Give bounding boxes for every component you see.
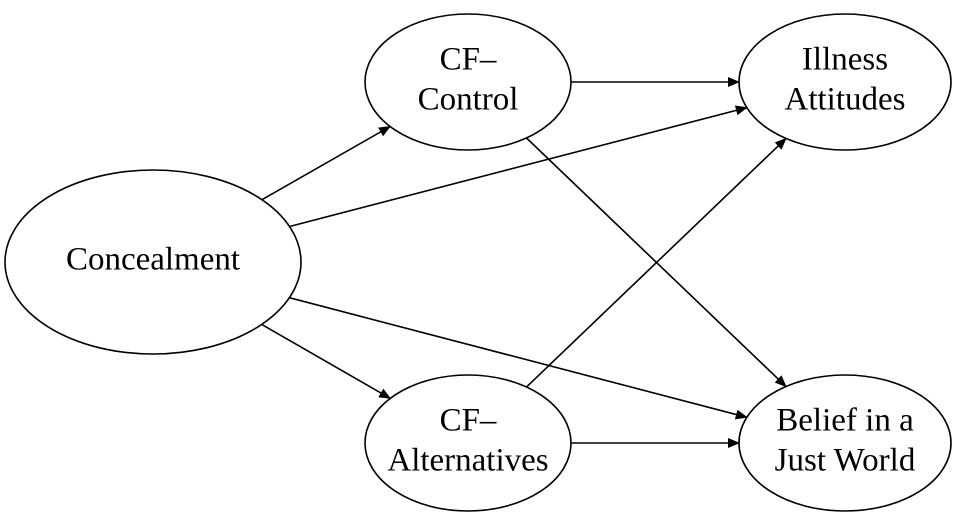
node-cf-control-label-line-1: CF– bbox=[440, 42, 497, 78]
node-concealment-ellipse bbox=[4, 169, 302, 355]
node-belief-just-world-label-line-1: Belief in a bbox=[776, 403, 914, 439]
node-belief-just-world: Belief in a Just World bbox=[738, 374, 952, 512]
node-illness-attitudes-ellipse bbox=[738, 13, 952, 151]
node-cf-alternatives-label-line-2: Alternatives bbox=[387, 443, 548, 479]
node-belief-just-world-label-line-2: Just World bbox=[775, 443, 916, 479]
node-cf-control: CF– Control bbox=[364, 13, 572, 151]
node-cf-alternatives-ellipse bbox=[364, 374, 572, 512]
node-illness-attitudes-label-line-1: Illness bbox=[802, 42, 888, 78]
arrow-concealment-to-cf-alternatives bbox=[261, 323, 392, 400]
arrow-concealment-to-cf-control bbox=[261, 125, 391, 201]
node-concealment-label-line-1: Concealment bbox=[66, 242, 240, 278]
node-belief-just-world-ellipse bbox=[738, 374, 952, 512]
arrow-cf-alternatives-to-illness-attitudes bbox=[525, 137, 787, 388]
node-illness-attitudes-label-line-2: Attitudes bbox=[785, 82, 906, 118]
arrow-concealment-to-illness-attitudes bbox=[289, 105, 748, 228]
node-cf-control-label-line-2: Control bbox=[418, 82, 519, 118]
arrow-concealment-to-belief-just-world bbox=[289, 296, 748, 420]
node-cf-alternatives: CF– Alternatives bbox=[364, 374, 572, 512]
node-concealment: Concealment bbox=[4, 169, 302, 355]
node-cf-alternatives-label-line-1: CF– bbox=[440, 403, 497, 439]
node-cf-control-ellipse bbox=[364, 13, 572, 151]
nodes-layer: ConcealmentCF–ControlCF–AlternativesIlln… bbox=[4, 13, 952, 512]
edges-layer bbox=[261, 77, 787, 448]
